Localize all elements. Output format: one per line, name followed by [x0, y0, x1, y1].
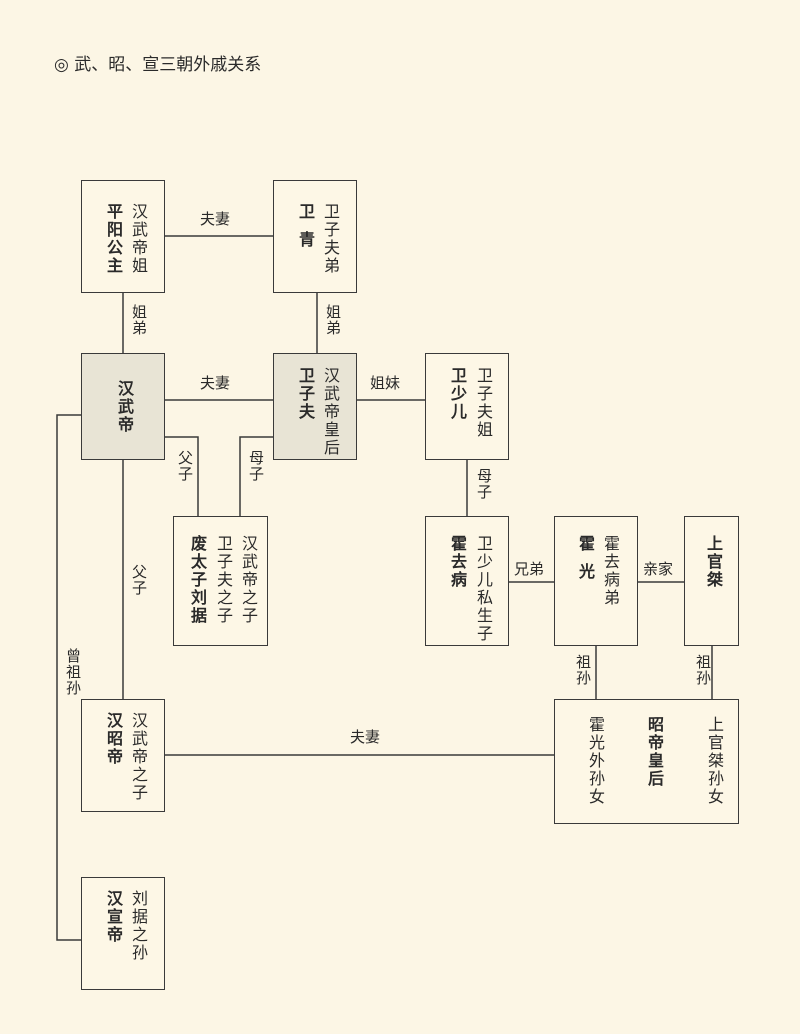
relation-label: 亲家 [643, 560, 674, 578]
person-name: 霍光 [576, 535, 595, 591]
diagram-title: ◎ 武、昭、宣三朝外戚关系 [54, 55, 262, 75]
relation-label: 母子 [475, 468, 493, 500]
line-weizifu-liuju [239, 436, 273, 516]
person-name: 废太子刘据 [188, 535, 207, 625]
person-name: 卫青 [296, 203, 315, 259]
person-name: 汉昭帝 [104, 712, 123, 766]
person-box-weiqing: 卫青 卫子夫弟 [273, 180, 357, 293]
person-note: 卫子夫姐 [474, 367, 493, 439]
person-note: 卫子夫弟 [321, 203, 340, 275]
person-box-pingyang: 平阳公主 汉武帝姐 [81, 180, 165, 293]
person-name: 霍去病 [448, 535, 467, 589]
person-name: 卫子夫 [296, 367, 315, 421]
person-box-empress: 霍光外孙女 昭帝皇后 上官桀孙女 [554, 699, 739, 824]
relation-label: 姐弟 [324, 304, 342, 336]
person-name: 汉武帝 [115, 380, 134, 434]
person-name: 昭帝皇后 [645, 716, 664, 788]
person-note: 汉武帝之子 [239, 535, 258, 625]
relation-label: 夫妻 [350, 728, 381, 746]
person-box-shangguanjie: 上官桀 [684, 516, 739, 646]
person-box-zhaodi: 汉昭帝 汉武帝之子 [81, 699, 165, 812]
person-note: 上官桀孙女 [705, 716, 724, 806]
person-note: 卫子夫之子 [214, 535, 233, 625]
relation-label: 父子 [176, 450, 194, 482]
person-note: 汉武帝之子 [129, 712, 148, 802]
person-note: 霍光外孙女 [586, 716, 605, 806]
person-name: 平阳公主 [104, 203, 123, 275]
person-note: 刘据之孙 [129, 890, 148, 962]
person-box-weizifu: 卫子夫 汉武帝皇后 [273, 353, 357, 460]
person-box-huoguang: 霍光 霍去病弟 [554, 516, 638, 646]
relation-label: 祖孙 [574, 654, 592, 686]
person-box-huoqubing: 霍去病 卫少儿私生子 [425, 516, 509, 646]
line-wudi-liuju [165, 436, 199, 516]
person-note: 霍去病弟 [601, 535, 620, 607]
person-name: 上官桀 [704, 535, 723, 589]
relation-label: 祖孙 [694, 654, 712, 686]
person-box-weishaoer: 卫少儿 卫子夫姐 [425, 353, 509, 460]
relation-label: 兄弟 [514, 560, 545, 578]
person-box-liuju: 废太子刘据 卫子夫之子 汉武帝之子 [173, 516, 268, 646]
relation-label: 夫妻 [200, 210, 231, 228]
person-note: 卫少儿私生子 [474, 535, 493, 643]
relation-label: 曾祖孙 [64, 648, 82, 696]
relation-label: 姐弟 [130, 304, 148, 336]
person-note: 汉武帝姐 [129, 203, 148, 275]
relation-label: 母子 [247, 450, 265, 482]
person-box-xuandi: 汉宣帝 刘据之孙 [81, 877, 165, 990]
relation-label: 夫妻 [200, 374, 231, 392]
person-name: 卫少儿 [448, 367, 467, 421]
line-wudi-xuandi [56, 414, 81, 941]
person-note: 汉武帝皇后 [321, 367, 340, 457]
relation-label: 父子 [130, 564, 148, 596]
person-name: 汉宣帝 [104, 890, 123, 944]
person-box-wudi: 汉武帝 [81, 353, 165, 460]
relation-label: 姐妹 [370, 374, 401, 392]
